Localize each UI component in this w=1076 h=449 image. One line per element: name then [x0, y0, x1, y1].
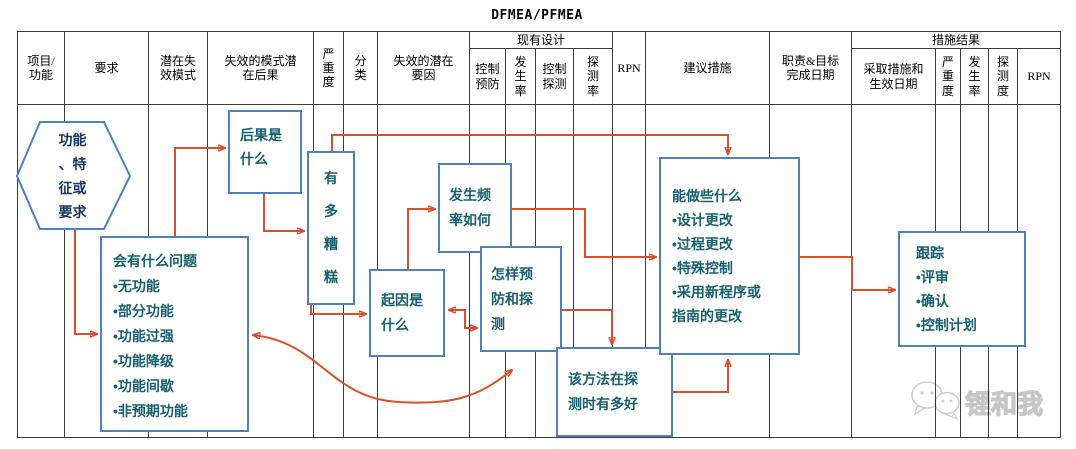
cause-box: 起因是 什么 [369, 269, 445, 357]
recommended-actions-text: 能做些什么 •设计更改 •过程更改 •特殊控制 •采用新程序或 指南的更改 [672, 188, 761, 324]
column-header-potential-effects: 失效的模式潜 在后果 [207, 31, 314, 105]
function-hexagon-shape [15, 121, 132, 230]
header-leaf-row: 控制 预防 发 生 率 控制 探测 探 测 率 采取措施和 生效日期 严 重 度… [18, 48, 1062, 105]
severity-box: 有 多 糟 糕 [307, 151, 355, 305]
occurrence-text: 发生频 率如何 [449, 187, 491, 228]
column-header-recommended-actions: 建议措施 [645, 31, 771, 105]
failure-mode-box: 会有什么问题 •无功能 •部分功能 •功能过强 •功能降级 •功能间歇 •非预期… [100, 236, 249, 432]
detection-quality-text: 该方法在探 测时有多好 [568, 371, 638, 412]
effects-box: 后果是 什么 [228, 110, 302, 194]
group-header-action-results: 措施结果 [851, 31, 1062, 49]
column-header-control-detection: 控制 探测 [535, 48, 574, 105]
column-header-responsibility-date: 职责&目标 完成日期 [769, 31, 853, 105]
column-header-potential-cause: 失效的潜在 要因 [377, 31, 470, 105]
page-title: DFMEA/PFMEA [491, 8, 583, 23]
column-header-occurrence: 发 生 率 [505, 48, 536, 105]
column-header-detection-result: 探 测 度 [988, 48, 1019, 105]
column-header-classification: 分 类 [343, 31, 378, 105]
column-header-occurrence-result: 发 生 率 [960, 48, 990, 105]
group-header-existing-design: 现有设计 [468, 31, 614, 49]
column-header-potential-failure-mode: 潜在失 效模式 [148, 31, 208, 105]
column-header-severity-result: 严 重 度 [935, 48, 962, 105]
detection-quality-box: 该方法在探 测时有多好 [556, 347, 673, 437]
failure-mode-text: 会有什么问题 •无功能 •部分功能 •功能过强 •功能降级 •功能间歇 •非预期… [113, 253, 197, 419]
column-header-item-function: 项目/ 功能 [17, 31, 65, 105]
column-header-detection-rate: 探 测 率 [572, 48, 614, 105]
tracking-box: 跟踪 •评审 •确认 •控制计划 [898, 231, 1026, 347]
column-header-control-prevention: 控制 预防 [469, 48, 506, 105]
column-header-rpn: RPN [612, 31, 647, 105]
header-group-row: 项目/ 功能 要求 潜在失 效模式 失效的模式潜 在后果 严 重 度 分 类 失… [17, 31, 1062, 105]
function-hexagon-label: 功能 、特 征或 要求 [58, 131, 87, 220]
prevention-detection-text: 怎样预 防和探 测 [491, 265, 533, 332]
prevention-detection-box: 怎样预 防和探 测 [480, 246, 562, 352]
column-header-requirement: 要求 [64, 31, 149, 105]
occurrence-box: 发生频 率如何 [438, 163, 512, 253]
column-header-rpn-result: RPN [1017, 48, 1062, 105]
column-header-actions-taken: 采取措施和 生效日期 [851, 48, 937, 105]
tracking-text: 跟踪 •评审 •确认 •控制计划 [916, 245, 977, 333]
effects-text: 后果是 什么 [240, 127, 282, 167]
column-header-severity: 严 重 度 [313, 31, 344, 105]
cause-text: 起因是 什么 [381, 292, 423, 333]
recommended-actions-box: 能做些什么 •设计更改 •过程更改 •特殊控制 •采用新程序或 指南的更改 [659, 157, 800, 355]
severity-text: 有 多 糟 糕 [324, 170, 338, 285]
